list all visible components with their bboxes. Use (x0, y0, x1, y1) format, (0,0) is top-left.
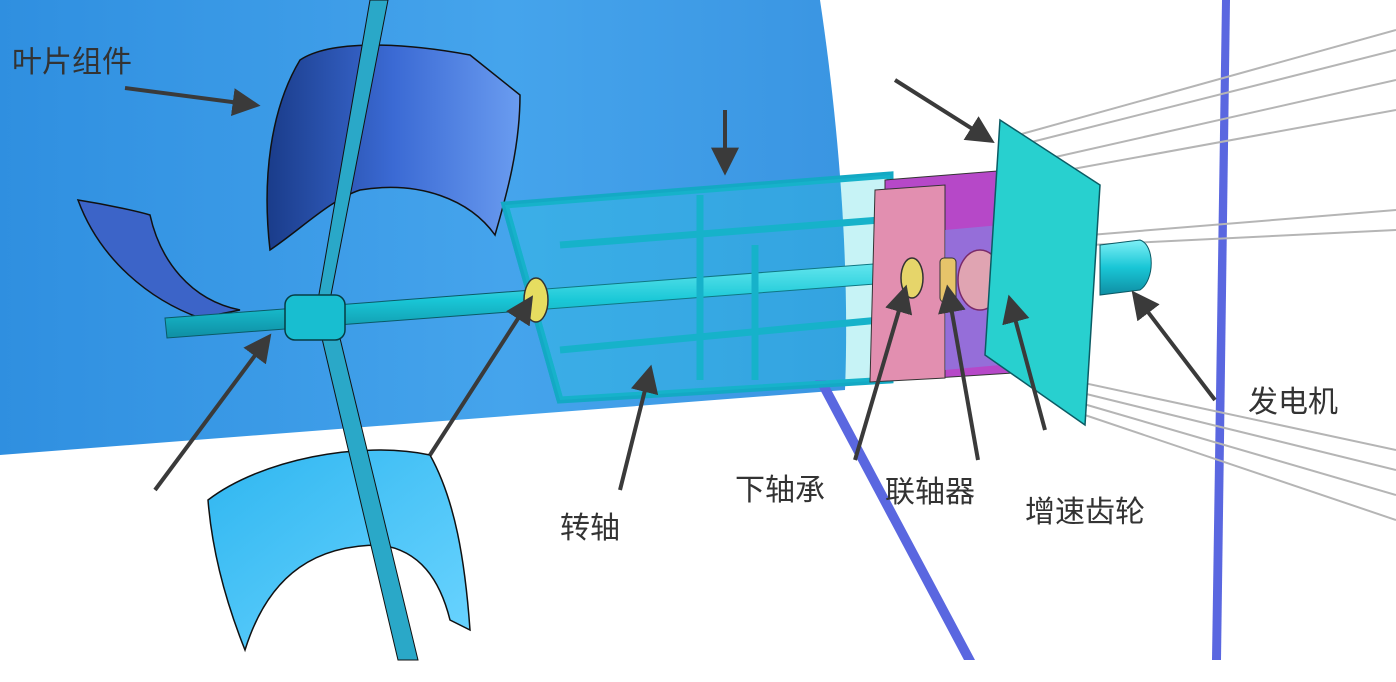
generator (1099, 239, 1152, 296)
label-coupling: 联轴器 (885, 475, 975, 510)
label-blade-assembly: 叶片组件 (12, 45, 132, 80)
label-shaft: 转轴 (560, 511, 620, 546)
label-generator: 发电机 (1248, 385, 1338, 420)
lower-blade (207, 449, 471, 653)
annotation-arrows (124, 78, 1217, 492)
bearing-ring-left (523, 277, 549, 323)
guy-wires (999, 29, 1396, 521)
frame-panel (505, 175, 890, 400)
support-pole-center (815, 380, 975, 660)
mounting-plate (984, 118, 1101, 427)
support-pole-right (1212, 0, 1230, 660)
upper-blade (266, 44, 521, 252)
label-speed-gear: 增速齿轮 (1025, 495, 1145, 530)
hub (284, 294, 346, 341)
left-blade (76, 199, 241, 319)
label-lower-bearing: 下轴承 (735, 473, 825, 508)
